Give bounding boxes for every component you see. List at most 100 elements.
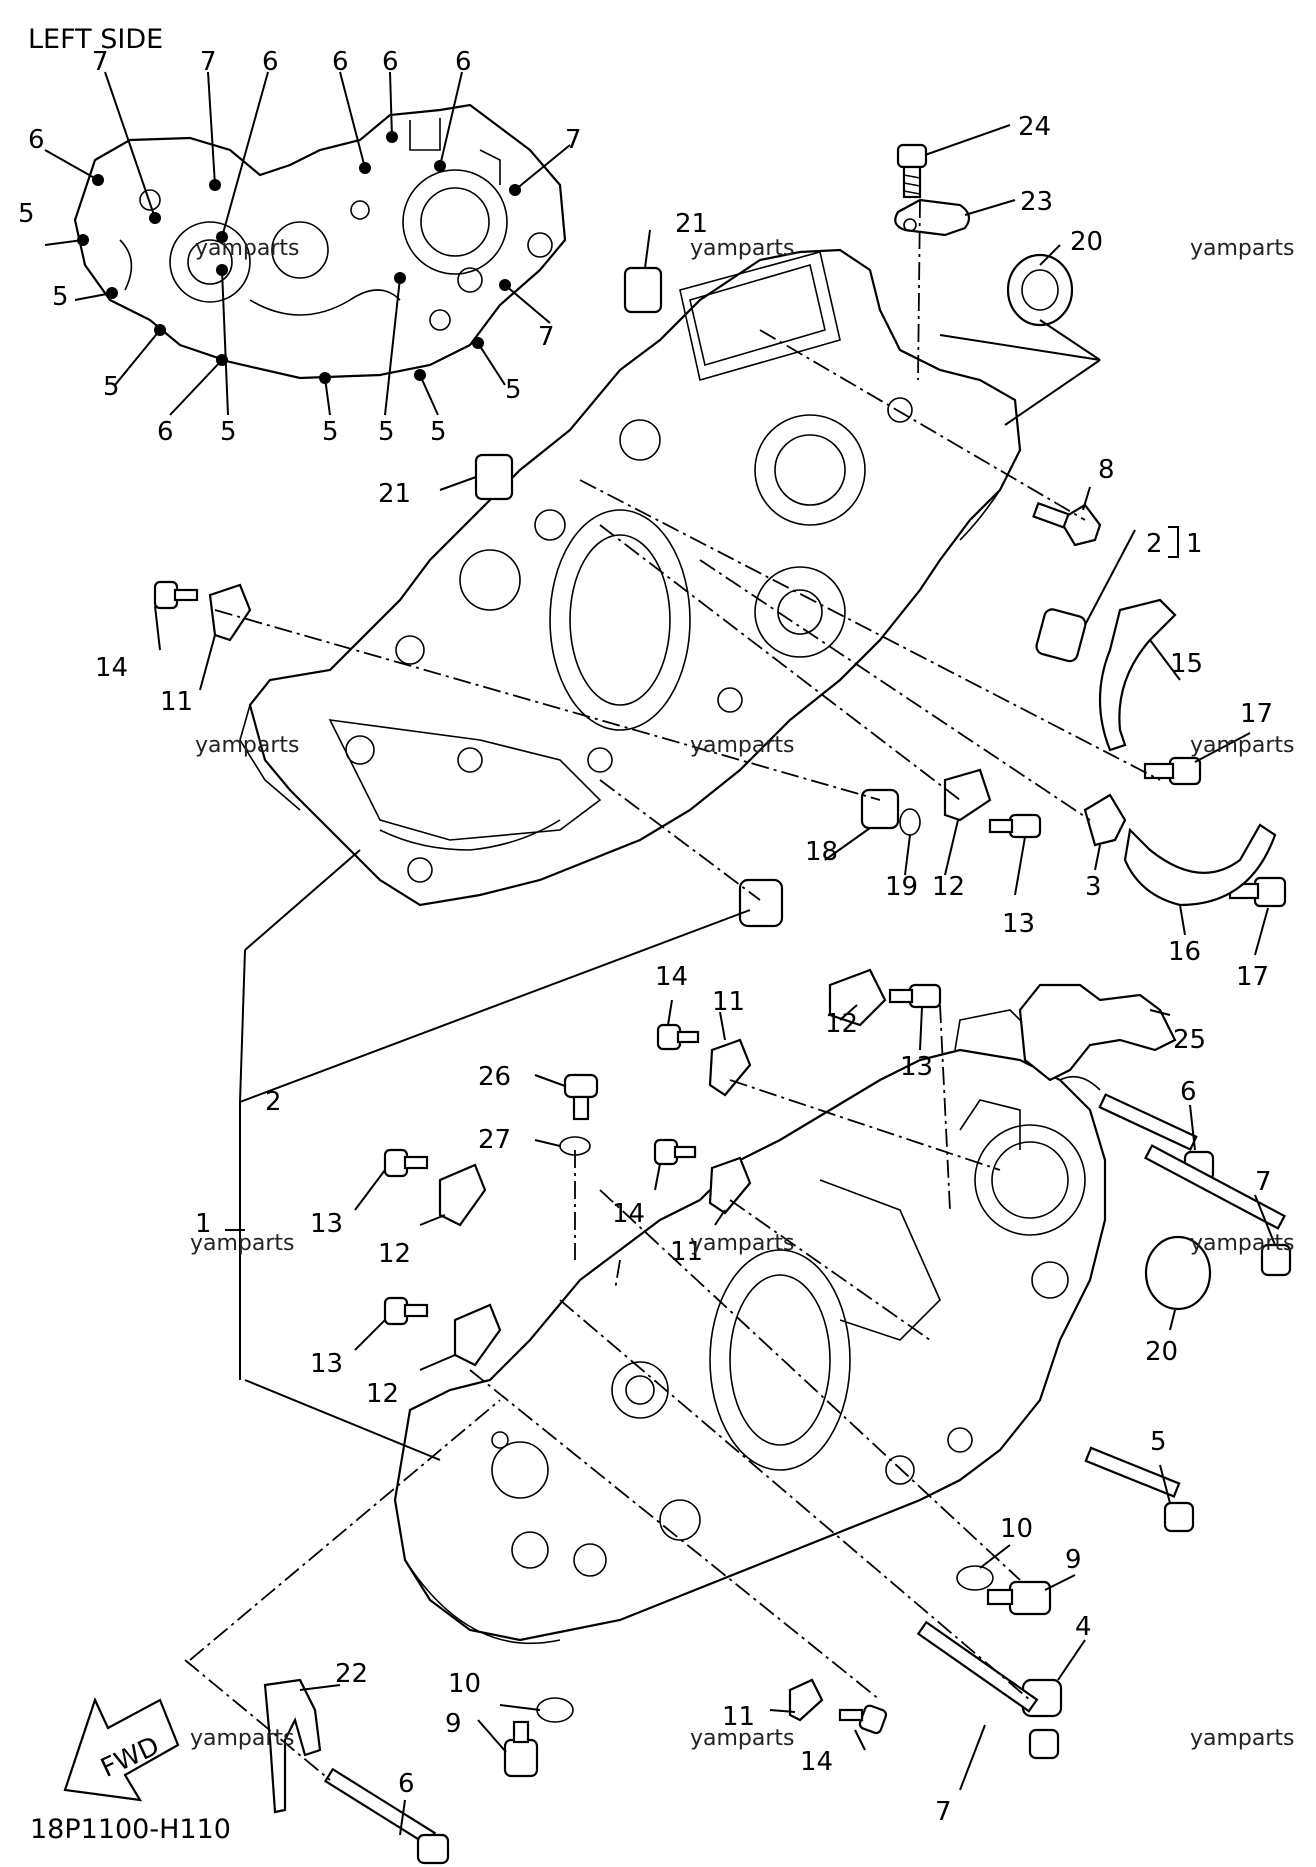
watermark: yamparts xyxy=(690,1231,795,1256)
callout-7: 7 xyxy=(92,47,109,77)
bolt-9-right xyxy=(986,1580,1052,1616)
watermark: yamparts xyxy=(1190,1231,1295,1256)
callout-7: 7 xyxy=(538,322,555,352)
callout-18: 18 xyxy=(805,837,838,867)
callout-6: 6 xyxy=(1180,1077,1197,1107)
callout-17: 17 xyxy=(1240,699,1273,729)
callout-9: 9 xyxy=(445,1709,462,1739)
callout-11: 11 xyxy=(670,1237,703,1267)
bolt-14-d xyxy=(838,1704,888,1735)
left-side-inset xyxy=(73,103,567,380)
callout-8: 8 xyxy=(1098,455,1115,485)
callout-5: 5 xyxy=(220,417,237,447)
callout-6: 6 xyxy=(262,47,279,77)
callout-13: 13 xyxy=(1002,909,1035,939)
washer-10-right xyxy=(956,1565,994,1591)
callout-5: 5 xyxy=(18,199,35,229)
callout-2: 2 xyxy=(1146,529,1163,559)
callout-21: 21 xyxy=(378,479,411,509)
fwd-arrow-icon: FWD xyxy=(63,1697,180,1802)
bolt-14-a xyxy=(153,580,199,610)
callout-12: 12 xyxy=(378,1239,411,1269)
fitting-3 xyxy=(1083,793,1127,847)
callout-4: 4 xyxy=(1075,1612,1092,1642)
callout-14: 14 xyxy=(95,653,128,683)
bolt-14-c xyxy=(653,1138,697,1166)
callout-5: 5 xyxy=(505,375,522,405)
bolt-6-long xyxy=(1098,1093,1215,1182)
callout-6: 6 xyxy=(28,125,45,155)
clamp-23 xyxy=(894,198,971,237)
callout-bracket xyxy=(1168,526,1179,558)
callout-6: 6 xyxy=(455,47,472,77)
washer-10-lower xyxy=(536,1697,574,1723)
callout-5: 5 xyxy=(103,372,120,402)
plate-15 xyxy=(1098,598,1177,752)
callout-5: 5 xyxy=(1150,1427,1167,1457)
inset-leaders xyxy=(44,71,571,416)
watermark: yamparts xyxy=(190,1231,295,1256)
callout-5: 5 xyxy=(322,417,339,447)
plate-16 xyxy=(1123,823,1277,907)
callout-12: 12 xyxy=(366,1379,399,1409)
callout-7: 7 xyxy=(565,125,582,155)
callout-1: 1 xyxy=(195,1209,212,1239)
plate-11-a xyxy=(208,583,252,642)
callout-7: 7 xyxy=(1255,1167,1272,1197)
watermark: yamparts xyxy=(195,733,300,758)
lower-crankcase xyxy=(393,1009,1107,1645)
callout-5: 5 xyxy=(52,282,69,312)
plate-11-b xyxy=(708,1038,752,1097)
watermark: yamparts xyxy=(1190,236,1295,261)
callout-11: 11 xyxy=(712,987,745,1017)
plate-12-d xyxy=(453,1303,502,1367)
callout-16: 16 xyxy=(1168,937,1201,967)
watermark: yamparts xyxy=(190,1726,295,1751)
callout-10: 10 xyxy=(448,1669,481,1699)
bracket-25 xyxy=(1018,983,1177,1082)
callout-10: 10 xyxy=(1000,1514,1033,1544)
callout-23: 23 xyxy=(1020,187,1053,217)
callout-13: 13 xyxy=(900,1052,933,1082)
callout-6: 6 xyxy=(332,47,349,77)
callout-5: 5 xyxy=(430,417,447,447)
bolt-7-lower xyxy=(916,1620,1060,1760)
watermark: yamparts xyxy=(1190,733,1295,758)
callout-14: 14 xyxy=(655,962,688,992)
callout-7: 7 xyxy=(935,1797,952,1827)
seal-20-lower xyxy=(1144,1235,1212,1311)
bolt-8 xyxy=(1032,501,1102,547)
dowel-21-mid xyxy=(474,453,514,501)
watermark: yamparts xyxy=(690,1726,795,1751)
screw-13-b xyxy=(888,983,942,1009)
callout-15: 15 xyxy=(1170,649,1203,679)
callout-27: 27 xyxy=(478,1125,511,1155)
callout-21: 21 xyxy=(675,209,708,239)
callout-1: 1 xyxy=(1186,529,1203,559)
diagram-code: 18P1100-H110 xyxy=(30,1814,231,1845)
plate-11-d xyxy=(788,1678,824,1722)
dowel-2-lower xyxy=(738,878,784,928)
callout-17: 17 xyxy=(1236,962,1269,992)
callout-13: 13 xyxy=(310,1349,343,1379)
dowel-21-top xyxy=(623,266,663,314)
callout-6: 6 xyxy=(398,1769,415,1799)
bolt-7-long xyxy=(1144,1144,1292,1277)
plate-11-c xyxy=(708,1156,752,1215)
seal-20-top xyxy=(1006,253,1074,327)
callout-20: 20 xyxy=(1070,227,1103,257)
oring-19 xyxy=(899,808,921,836)
callout-12: 12 xyxy=(825,1009,858,1039)
plate-12-a xyxy=(943,768,992,822)
callout-26: 26 xyxy=(478,1062,511,1092)
dowel-2 xyxy=(1035,608,1087,663)
callout-11: 11 xyxy=(160,687,193,717)
left-side-title: LEFT SIDE xyxy=(28,24,163,55)
watermark: yamparts xyxy=(690,236,795,261)
bolt-14-b xyxy=(656,1023,700,1051)
callout-3: 3 xyxy=(1085,872,1102,902)
callout-7: 7 xyxy=(200,47,217,77)
bolt-26 xyxy=(563,1073,599,1121)
callout-24: 24 xyxy=(1018,112,1051,142)
